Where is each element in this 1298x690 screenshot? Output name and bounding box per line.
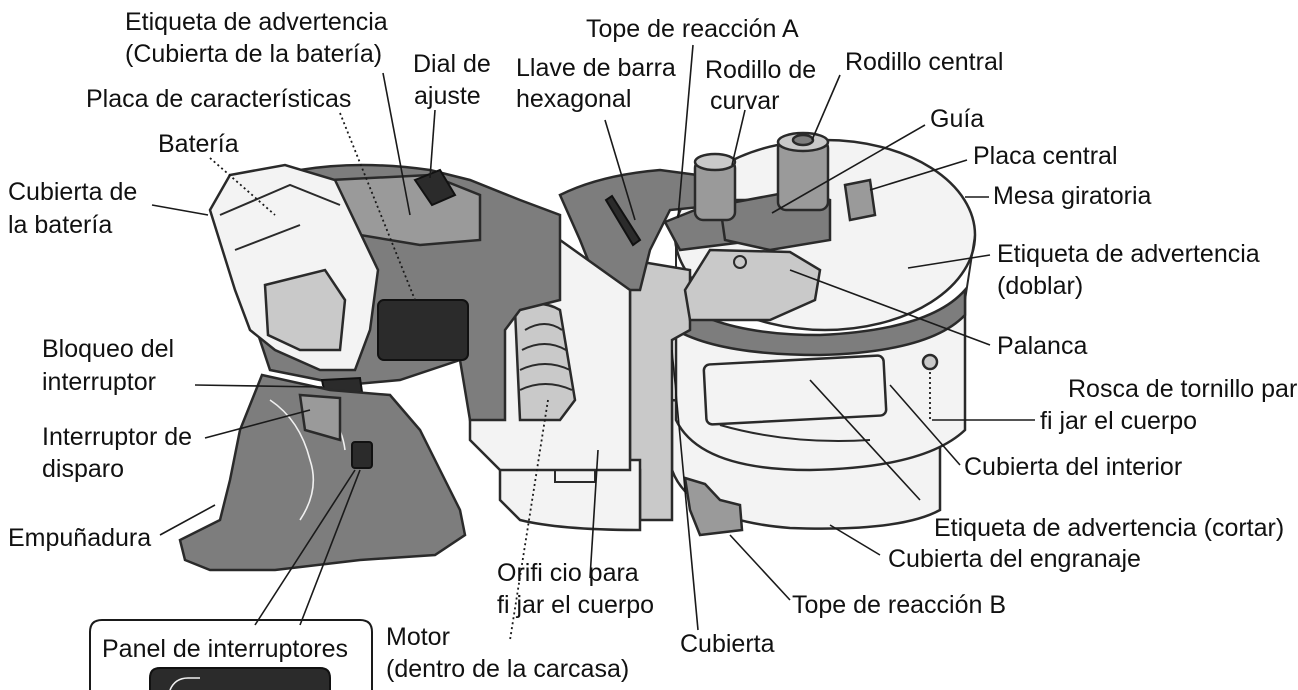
label-reaction-stop-a: Tope de reacción A xyxy=(586,15,799,43)
label-screw-thread-line1: Rosca de tornillo para xyxy=(1068,375,1298,403)
label-fixing-hole-line1: Orifi cio para xyxy=(497,559,639,587)
label-grip: Empuñadura xyxy=(8,524,151,552)
lower-housing xyxy=(498,458,642,532)
reaction-stop-b-part xyxy=(683,476,744,537)
label-battery: Batería xyxy=(158,130,239,158)
inner-cover-window xyxy=(702,354,888,426)
label-hex-key-line2: hexagonal xyxy=(516,85,631,113)
tool-illustration xyxy=(178,131,977,572)
label-bending-roller-line1: Rodillo de xyxy=(705,56,816,84)
label-adjustment-dial-line1: Dial de xyxy=(413,50,491,78)
label-gear-cover: Cubierta del engranaje xyxy=(888,545,1141,573)
label-warning-bend-line1: Etiqueta de advertencia xyxy=(997,240,1260,268)
label-hex-key-line1: Llave de barra xyxy=(516,54,676,82)
label-switch-lock-line1: Bloqueo del xyxy=(42,335,174,363)
label-trigger-line1: Interruptor de xyxy=(42,423,192,451)
label-fixing-hole-line2: fi jar el cuerpo xyxy=(497,591,654,619)
switch-panel-preview xyxy=(149,667,331,690)
lever-block xyxy=(683,248,822,322)
label-warning-battery-line1: Etiqueta de advertencia xyxy=(125,8,388,36)
callout-labels: Etiqueta de advertencia (Cubierta de la … xyxy=(8,8,1298,683)
label-warning-bend-line2: (doblar) xyxy=(997,272,1083,300)
label-trigger-line2: disparo xyxy=(42,455,124,483)
label-motor-line2: (dentro de la carcasa) xyxy=(386,655,629,683)
head-dark-band xyxy=(674,286,967,357)
battery-window xyxy=(263,268,347,352)
label-nameplate: Placa de características xyxy=(86,85,351,113)
trigger-part xyxy=(298,393,342,442)
label-warning-battery-line2: (Cubierta de la batería) xyxy=(125,40,382,68)
handle xyxy=(178,373,467,572)
label-battery-cover-line1: Cubierta de xyxy=(8,178,137,206)
hex-key xyxy=(604,194,642,247)
inner-slot xyxy=(719,424,871,442)
label-reaction-stop-b: Tope de reacción B xyxy=(792,591,1006,619)
label-cover: Cubierta xyxy=(680,630,775,658)
adjustment-dial xyxy=(413,168,457,207)
label-central-plate: Placa central xyxy=(973,142,1118,170)
central-plate xyxy=(843,178,877,222)
label-turntable: Mesa giratoria xyxy=(993,182,1151,210)
label-warning-cut: Etiqueta de advertencia (cortar) xyxy=(934,514,1284,542)
label-central-roller: Rodillo central xyxy=(845,48,1003,76)
label-adjustment-dial-line2: ajuste xyxy=(414,82,481,110)
leader-lines xyxy=(151,44,1035,641)
label-battery-cover-line2: la batería xyxy=(8,211,112,239)
label-inner-cover: Cubierta del interior xyxy=(964,453,1182,481)
label-lever: Palanca xyxy=(997,332,1087,360)
label-bending-roller-line2: curvar xyxy=(710,87,779,115)
nameplate xyxy=(377,299,469,361)
label-guide: Guía xyxy=(930,105,984,133)
label-switch-lock-line2: interruptor xyxy=(42,368,156,396)
switch-panel-inset xyxy=(89,619,373,690)
label-motor-line1: Motor xyxy=(386,623,450,651)
label-screw-thread-line2: fi jar el cuerpo xyxy=(1040,407,1197,435)
switch-panel-part xyxy=(351,441,373,469)
label-switch-panel: Panel de interruptores xyxy=(102,635,348,663)
